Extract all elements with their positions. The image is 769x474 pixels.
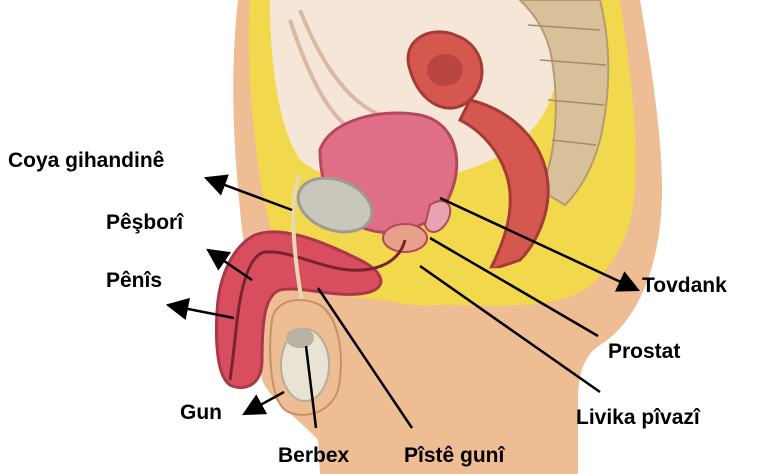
label-scrotum: Berbex bbox=[278, 445, 349, 466]
label-testis: Gun bbox=[180, 402, 222, 423]
label-seminal-vesicle: Livika pîvazî bbox=[576, 407, 700, 428]
epididymis-head bbox=[286, 328, 314, 348]
label-rectum: Tovdank bbox=[642, 275, 727, 296]
label-penis: Pênîs bbox=[106, 270, 162, 291]
label-pubic-bone: Pêşborî bbox=[106, 212, 183, 233]
label-prostate: Prostat bbox=[608, 341, 680, 362]
label-urinary-bladder: Coya gihandinê bbox=[8, 150, 164, 171]
prostate bbox=[383, 224, 427, 252]
arrow-testis bbox=[244, 392, 284, 414]
label-epididymis: Pîstê gunî bbox=[404, 445, 504, 466]
intestine-lumen bbox=[427, 54, 463, 86]
